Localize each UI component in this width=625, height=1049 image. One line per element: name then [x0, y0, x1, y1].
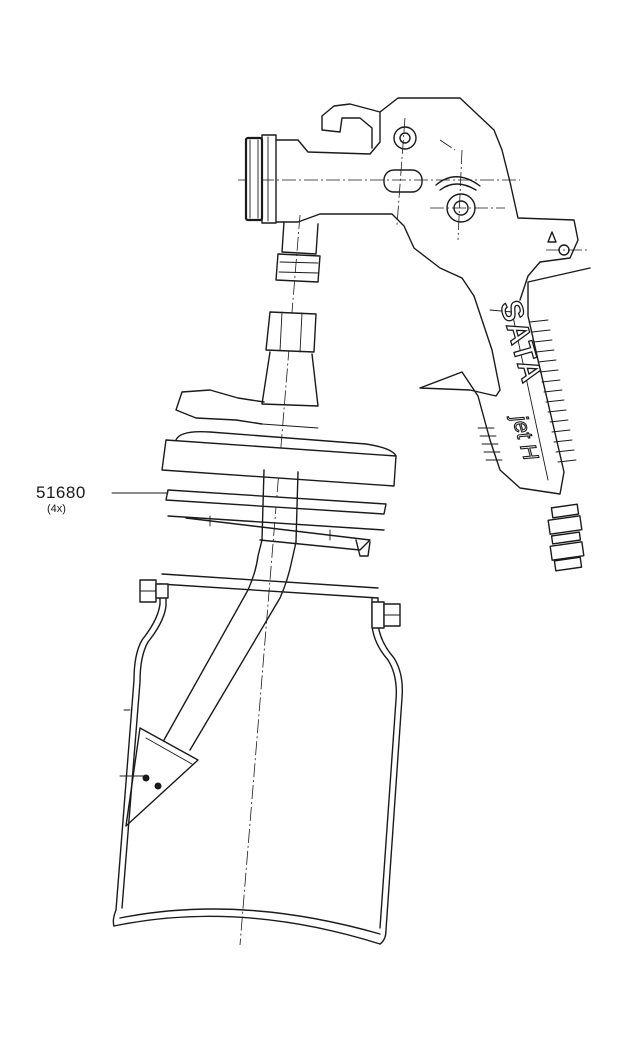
air-inlet-fitting: [547, 503, 585, 572]
paint-inlet-stem: [275, 221, 321, 283]
cup-lid-assembly: [161, 311, 397, 557]
grip-ribs: [477, 319, 577, 463]
clamp-bolt-left: [139, 579, 169, 603]
suction-tube: [119, 539, 297, 827]
brand-lettering: SATA: [493, 297, 548, 388]
part-quantity-label: (4x): [47, 503, 66, 515]
model-lettering: jet H: [506, 410, 543, 463]
center-lines: [238, 117, 590, 946]
filter-cone: [125, 727, 199, 827]
seal-gasket: [165, 489, 387, 515]
part-number-label: 51680: [36, 483, 86, 502]
paint-cup: [112, 573, 404, 945]
clamp-bolt-right: [371, 601, 401, 629]
